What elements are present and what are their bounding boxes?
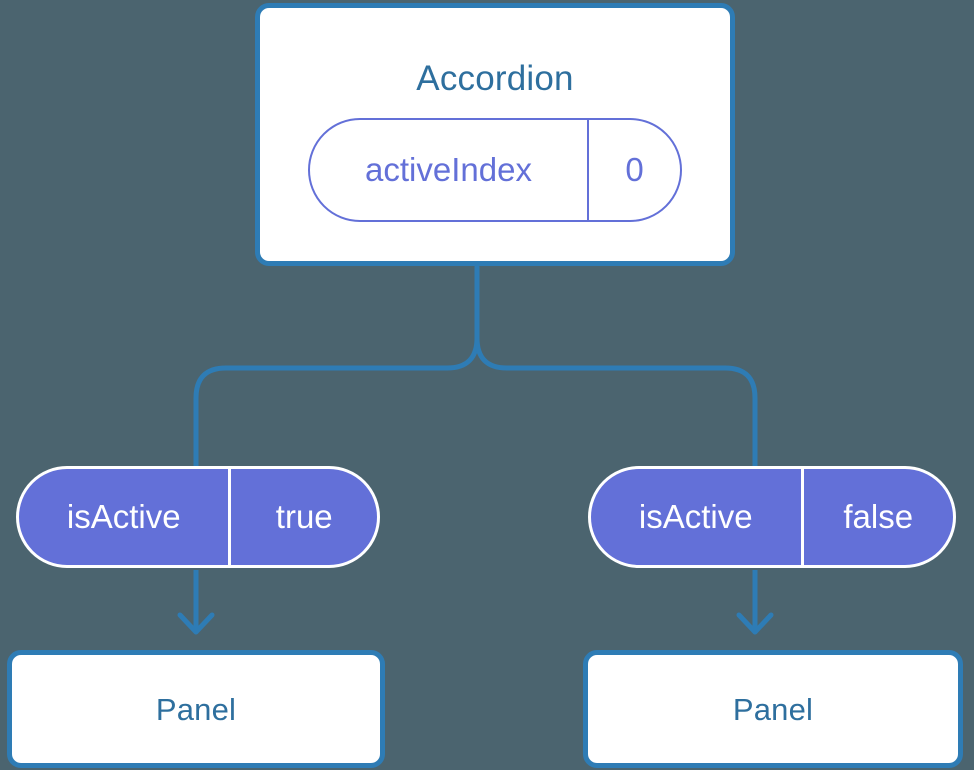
right-isactive-prop-key: isActive (591, 469, 804, 565)
left-isactive-prop-value: true (275, 498, 333, 535)
right-panel-component-node[interactable]: Panel (583, 650, 963, 768)
accordion-title: Accordion (416, 59, 574, 98)
left-panel-component-node[interactable]: Panel (7, 650, 385, 768)
right-isactive-prop-value: false (843, 498, 914, 535)
edge-accordion-to-branches (193, 264, 480, 473)
right-isactive-prop-pill[interactable]: isActive false (588, 466, 956, 568)
arrow-left-pill-to-panel (177, 570, 215, 635)
arrow-right-pill-to-panel (736, 570, 774, 635)
left-isactive-prop-pill[interactable]: isActive true (16, 466, 380, 568)
accordion-state-key: activeIndex (310, 120, 589, 220)
left-isactive-prop-key: isActive (19, 469, 232, 565)
accordion-state-pill[interactable]: activeIndex 0 (308, 118, 682, 222)
right-panel-title: Panel (732, 691, 814, 727)
left-panel-title: Panel (155, 691, 237, 727)
edge-accordion-to-branch-right (474, 335, 758, 473)
accordion-state-value: 0 (625, 151, 644, 188)
